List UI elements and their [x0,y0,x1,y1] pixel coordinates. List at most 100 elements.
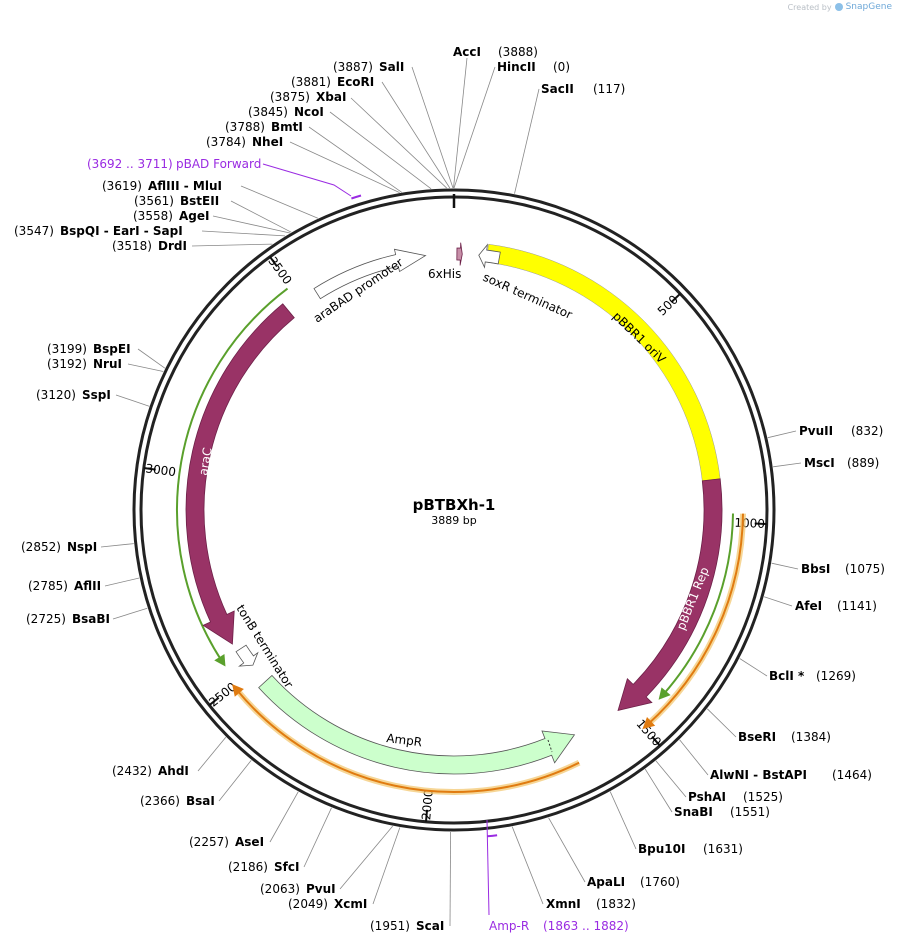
label-6xhis: 6xHis [428,267,461,281]
primer-name[interactable]: Amp-R [489,919,529,933]
enzyme-name[interactable]: AccI [453,45,481,59]
enzyme-leader-line [308,126,402,193]
enzyme-name[interactable]: HincII [497,60,536,74]
enzyme-name[interactable]: AlwNI - BstAPI [710,768,807,782]
enzyme-name[interactable]: MscI [804,456,835,470]
enzyme-name[interactable]: XmnI [546,897,581,911]
label-tonb-terminator: tonB terminator [233,602,296,690]
enzyme-name[interactable]: XcmI [334,897,367,911]
enzyme-name[interactable]: DrdI [158,239,187,253]
enzyme-leader-line [115,394,150,407]
enzyme-position: (3518) [112,239,152,253]
enzyme-name[interactable]: NspI [67,540,97,554]
enzyme-leader-line [548,817,586,883]
primer-range: (3692 .. 3711) [87,157,173,171]
enzyme-name[interactable]: SalI [379,60,404,74]
enzyme-name[interactable]: BclI * [769,669,805,683]
enzyme-position: (1141) [837,599,877,613]
enzyme-name[interactable]: BmtI [271,120,303,134]
enzyme-leader-line [197,736,227,772]
enzyme-leader-line [289,141,400,193]
enzyme-position: (1075) [845,562,885,576]
enzyme-position: (3547) [14,224,54,238]
enzyme-labels: AccI (3888) HincII (0) SacII (117) (3887… [14,45,885,933]
feature-arabad-promoter[interactable] [313,248,427,300]
enzyme-name[interactable]: Bpu10I [638,842,685,856]
scale-tick [754,522,767,526]
enzyme-leader-line [350,97,447,189]
feature-soxr-terminator[interactable] [478,243,501,269]
enzyme-name[interactable]: PvuII [799,424,833,438]
snapgene-logo-icon [834,3,843,11]
enzyme-name[interactable]: BsaBI [72,612,110,626]
primer-range: (1863 .. 1882) [543,919,629,933]
enzyme-name[interactable]: SnaBI [674,805,713,819]
enzyme-name[interactable]: SspI [82,388,111,402]
enzyme-name[interactable]: EcoRI [337,75,374,89]
enzyme-name[interactable]: AseI [235,835,264,849]
enzyme-name[interactable]: AflII [74,579,101,593]
orf-green-right [662,513,734,696]
feature-ampr[interactable] [258,674,576,775]
primer-name[interactable]: pBAD Forward [176,157,261,171]
enzyme-name[interactable]: ScaI [416,919,444,933]
enzyme-name[interactable]: AgeI [179,209,209,223]
enzyme-leader-line [303,807,332,868]
enzyme-position: (2785) [28,579,68,593]
enzyme-leader-line [329,111,432,190]
feature-tonb-terminator[interactable] [235,644,259,667]
enzyme-leader-line [339,825,394,890]
feature-pbbr1-oriv[interactable] [485,243,721,482]
enzyme-name[interactable]: BspQI - EarI - SapI [60,224,183,238]
enzyme-name[interactable]: NheI [252,135,283,149]
credit-brand: SnapGene [845,2,892,12]
enzyme-name[interactable]: SacII [541,82,574,96]
enzyme-leader-line [655,760,687,798]
enzyme-name[interactable]: BsaI [186,794,215,808]
enzyme-name[interactable]: NcoI [294,105,324,119]
enzyme-leader-line [381,81,451,189]
enzyme-position: (3561) [134,194,174,208]
label-ampr: AmpR [386,731,423,749]
enzyme-name[interactable]: NruI [93,357,122,371]
enzyme-name[interactable]: AflIII - MluI [148,179,222,193]
enzyme-position: (2049) [288,897,328,911]
orf-orange-bottom-line [235,688,580,793]
enzyme-leader-line [453,57,468,189]
feature-pbbr1-rep[interactable] [617,478,723,711]
primer-pbad-forward-mark [351,194,362,200]
primer-pbad-leader [262,163,352,197]
enzyme-leader-line [127,363,164,372]
enzyme-position: (3788) [225,120,265,134]
enzyme-leader-line [104,577,140,587]
scale-tick-label: 3000 [145,461,177,479]
enzyme-leader-line [240,185,319,219]
enzyme-name[interactable]: SfcI [274,860,299,874]
scale-tick-label: 2000 [419,789,436,821]
enzyme-name[interactable]: ApaLI [587,875,625,889]
enzyme-leader-line [230,200,292,233]
enzyme-name[interactable]: XbaI [316,90,346,104]
feature-6xhis[interactable] [456,242,463,266]
enzyme-name[interactable]: BstEII [180,194,219,208]
enzyme-position: (2063) [260,882,300,896]
enzyme-name[interactable]: BseRI [738,730,776,744]
enzyme-name[interactable]: PvuI [306,882,336,896]
enzyme-position: (3558) [133,209,173,223]
enzyme-position: (1631) [703,842,743,856]
enzyme-name[interactable]: BbsI [801,562,830,576]
enzyme-name[interactable]: PshAI [688,790,726,804]
orf-green-right-arrowhead [658,687,671,700]
enzyme-leader-line [137,348,166,369]
enzyme-name[interactable]: AhdI [158,764,189,778]
enzyme-leader-line [707,708,737,738]
enzyme-leader-line [212,215,290,234]
enzyme-name[interactable]: BspEI [93,342,131,356]
enzyme-position: (3784) [206,135,246,149]
feature-arac[interactable] [185,303,295,645]
enzyme-name[interactable]: AfeI [795,599,822,613]
credit-prefix: Created by [787,2,832,12]
enzyme-leader-line [449,831,451,927]
orf-green-left-arrowhead [214,654,226,667]
